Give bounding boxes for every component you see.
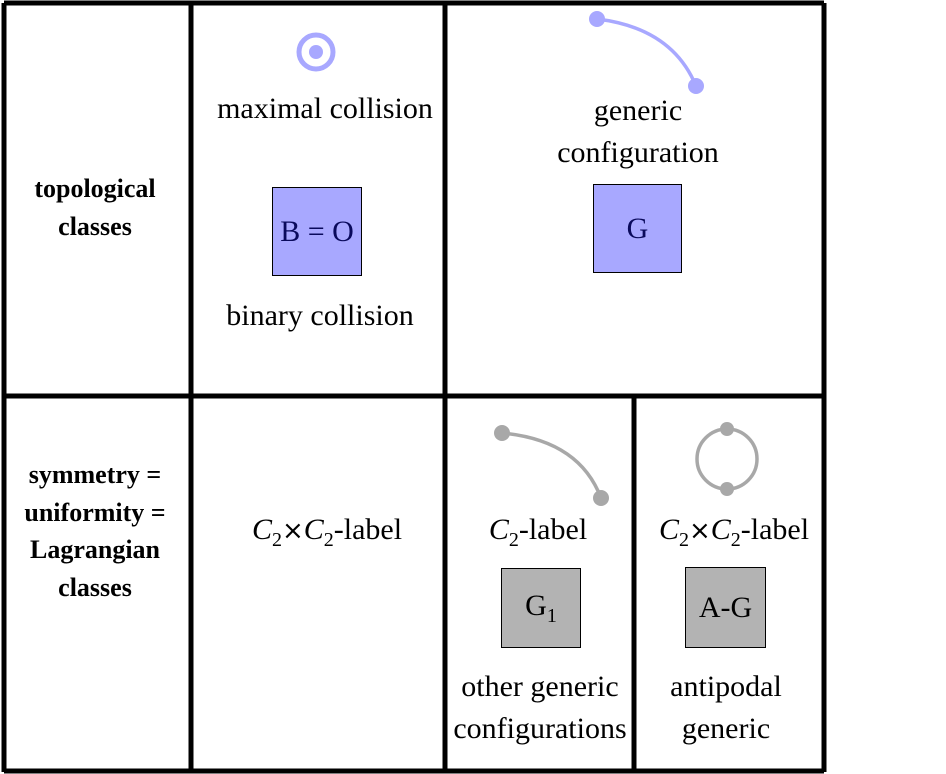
c2-label-c1: C <box>488 513 509 546</box>
row-label-topological: topological classes <box>34 174 156 241</box>
c2xc2-right-c2: C <box>710 513 731 546</box>
box-g1-sub: 1 <box>546 604 557 627</box>
row-label-symmetry: symmetry = uniformity = Lagrangian class… <box>24 460 166 602</box>
generic-configuration-label: generic configuration <box>557 94 719 169</box>
c2xc2-right-times: × <box>688 516 711 546</box>
antipodal-generic-label: antipodal generic <box>670 670 782 745</box>
arc-two-dots-icon <box>589 11 704 94</box>
c2xc2-left-s2: 2 <box>323 529 334 551</box>
table-grid <box>1 0 827 774</box>
box-g1-main: G <box>525 588 547 622</box>
maximal-collision-label: maximal collision <box>217 92 433 125</box>
c2xc2-label-right: C2×C2-label <box>659 512 809 558</box>
box-g: G <box>593 184 682 273</box>
c2-label: C2-label <box>489 512 587 558</box>
concentric-circle-icon <box>296 32 336 72</box>
c2xc2-left-s1: 2 <box>271 529 282 551</box>
circle-two-dots-icon <box>695 422 759 496</box>
c2xc2-right-c1: C <box>658 513 679 546</box>
box-ag: A-G <box>685 567 766 648</box>
box-g1-label: G1 <box>525 589 557 628</box>
arc-two-dots-gray-icon <box>494 425 609 506</box>
c2xc2-right-s1: 2 <box>678 529 689 551</box>
c2xc2-label-left: C2×C2-label <box>252 512 402 558</box>
box-bo: B = O <box>272 187 362 276</box>
box-ag-label: A-G <box>698 590 753 624</box>
c2xc2-right-rest: -label <box>740 513 810 546</box>
box-bo-label: B = O <box>280 214 354 248</box>
box-g1: G1 <box>501 568 581 648</box>
other-generic-label: other generic configurations <box>453 670 627 745</box>
c2-label-s1: 2 <box>508 529 519 551</box>
c2xc2-left-c2: C <box>303 513 324 546</box>
c2xc2-right-s2: 2 <box>730 529 741 551</box>
c2xc2-left-c1: C <box>251 513 272 546</box>
binary-collision-label: binary collision <box>226 299 414 332</box>
c2xc2-left-rest: -label <box>333 513 403 546</box>
box-g-label: G <box>626 211 649 245</box>
c2-label-rest: -label <box>518 513 588 546</box>
c2xc2-left-times: × <box>281 516 304 546</box>
